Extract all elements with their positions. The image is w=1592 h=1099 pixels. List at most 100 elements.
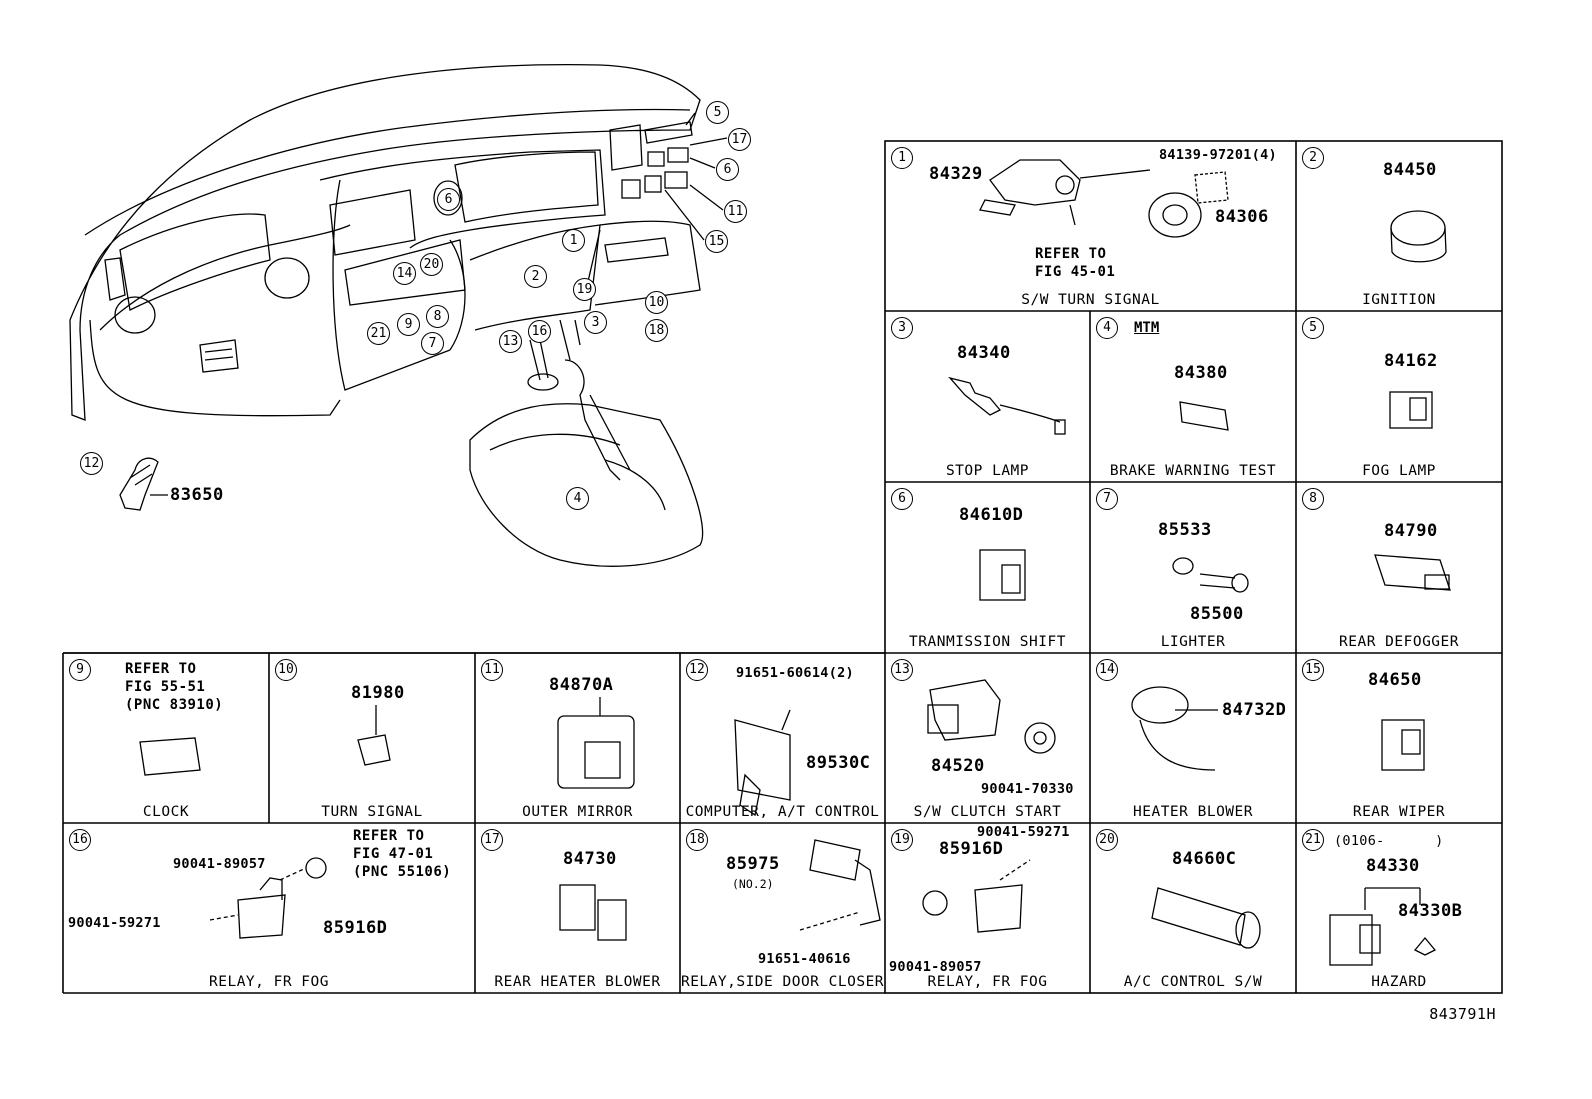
part-number: 84450 xyxy=(1383,160,1437,180)
part-number: 84650 xyxy=(1368,670,1422,690)
cell-1: 1 84329 84139-97201(4) 84306 REFER TO FI… xyxy=(885,141,1296,311)
cell-number: 1 xyxy=(891,147,913,169)
cell-caption: TRANMISSION SHIFT xyxy=(909,634,1066,650)
part-number: 84330 xyxy=(1366,856,1420,876)
callout-4: 4 xyxy=(566,487,589,510)
part-number: 91651-40616 xyxy=(758,951,851,967)
cell-4: 4 MTM 84380 BRAKE WARNING TEST xyxy=(1090,311,1296,482)
cell-number: 8 xyxy=(1302,488,1324,510)
part-number: 84870A xyxy=(549,675,614,695)
cell-6: 6 84610D TRANMISSION SHIFT xyxy=(885,482,1090,653)
part-number: 85500 xyxy=(1190,604,1244,624)
part-number: 91651-60614(2) xyxy=(736,665,854,681)
cell-19: 19 90041-59271 85916D 90041-89057 RELAY,… xyxy=(885,823,1090,993)
callout-17: 17 xyxy=(728,128,751,151)
part-number: 85533 xyxy=(1158,520,1212,540)
part-number: 84520 xyxy=(931,756,985,776)
part-number: 84340 xyxy=(957,343,1011,363)
refer-note: REFER TO FIG 47-01 (PNC 55106) xyxy=(353,828,452,880)
variant-note: MTM xyxy=(1134,320,1160,336)
cell-caption: A/C CONTROL S/W xyxy=(1123,974,1263,990)
callout-12: 12 xyxy=(80,452,103,475)
cell-caption: RELAY, FR FOG xyxy=(209,974,329,990)
cell-8: 8 84790 REAR DEFOGGER xyxy=(1296,482,1502,653)
callout-6b: 6 xyxy=(437,188,460,211)
part-number: 90041-89057 xyxy=(173,856,266,872)
refer-note: REFER TO FIG 55-51 (PNC 83910) xyxy=(125,661,224,713)
cell-number: 14 xyxy=(1096,659,1118,681)
cell-9: 9 REFER TO FIG 55-51 (PNC 83910) CLOCK xyxy=(63,653,269,823)
part-number: 84732D xyxy=(1222,700,1287,720)
cell-caption: OUTER MIRROR xyxy=(522,804,633,820)
cell-number: 10 xyxy=(275,659,297,681)
variant-note: (NO.2) xyxy=(732,877,774,891)
cell-caption: S/W TURN SIGNAL xyxy=(1021,292,1160,308)
cell-number: 16 xyxy=(69,829,91,851)
part-number: 84380 xyxy=(1174,363,1228,383)
callout-19: 19 xyxy=(573,278,596,301)
cell-caption: COMPUTER, A/T CONTROL xyxy=(685,804,880,820)
part-number: 90041-70330 xyxy=(981,781,1074,797)
callout-11: 11 xyxy=(724,200,747,223)
part-number: 81980 xyxy=(351,683,405,703)
callout-1: 1 xyxy=(562,229,585,252)
callout-7: 7 xyxy=(421,332,444,355)
cell-14: 14 84732D HEATER BLOWER xyxy=(1090,653,1296,823)
callout-21: 21 xyxy=(367,322,390,345)
part-number: 85975 xyxy=(726,854,780,874)
cell-number: 4 xyxy=(1096,317,1118,339)
part-number: 90041-59271 xyxy=(68,915,161,931)
cell-18: 18 85975 (NO.2) 91651-40616 RELAY,SIDE D… xyxy=(680,823,885,993)
cell-number: 19 xyxy=(891,829,913,851)
cell-caption: RELAY,SIDE DOOR CLOSER xyxy=(680,974,885,990)
cell-number: 3 xyxy=(891,317,913,339)
cell-11: 11 84870A OUTER MIRROR xyxy=(475,653,680,823)
part-number: 85916D xyxy=(939,839,1004,859)
part-number: 84610D xyxy=(959,505,1024,525)
cell-7: 7 85533 85500 LIGHTER xyxy=(1090,482,1296,653)
part-number: 90041-59271 xyxy=(977,824,1070,840)
cell-number: 9 xyxy=(69,659,91,681)
part-number: 84329 xyxy=(929,164,983,184)
cell-10: 10 81980 TURN SIGNAL xyxy=(269,653,475,823)
callout-10: 10 xyxy=(645,291,668,314)
cell-13: 13 84520 90041-70330 S/W CLUTCH START xyxy=(885,653,1090,823)
part-number: 89530C xyxy=(806,753,871,773)
part-number: 84330B xyxy=(1398,901,1463,921)
callout-9: 9 xyxy=(397,313,420,336)
cell-caption: BRAKE WARNING TEST xyxy=(1109,463,1277,479)
cell-17: 17 84730 REAR HEATER BLOWER xyxy=(475,823,680,993)
callout-14: 14 xyxy=(393,262,416,285)
cell-number: 6 xyxy=(891,488,913,510)
cell-5: 5 84162 FOG LAMP xyxy=(1296,311,1502,482)
cell-caption: REAR DEFOGGER xyxy=(1339,634,1459,650)
part-number: 84306 xyxy=(1215,207,1269,227)
part-number: 84139-97201(4) xyxy=(1159,147,1277,163)
cell-number: 2 xyxy=(1302,147,1324,169)
cell-3: 3 84340 STOP LAMP xyxy=(885,311,1090,482)
cell-12: 12 91651-60614(2) 89530C COMPUTER, A/T C… xyxy=(680,653,885,823)
cell-number: 20 xyxy=(1096,829,1118,851)
cell-number: 11 xyxy=(481,659,503,681)
part-number: 90041-89057 xyxy=(889,959,982,975)
cell-number: 18 xyxy=(686,829,708,851)
cell-number: 7 xyxy=(1096,488,1118,510)
cell-20: 20 84660C A/C CONTROL S/W xyxy=(1090,823,1296,993)
cell-caption: IGNITION xyxy=(1362,292,1436,308)
cell-number: 12 xyxy=(686,659,708,681)
cell-number: 5 xyxy=(1302,317,1324,339)
cell-16: 16 REFER TO FIG 47-01 (PNC 55106) 90041-… xyxy=(63,823,475,993)
cell-number: 17 xyxy=(481,829,503,851)
cell-number: 21 xyxy=(1302,829,1324,851)
cell-15: 15 84650 REAR WIPER xyxy=(1296,653,1502,823)
part-number: 84790 xyxy=(1384,521,1438,541)
cell-21: 21 (0106- ) 84330 84330B HAZARD xyxy=(1296,823,1502,993)
cell-caption: S/W CLUTCH START xyxy=(913,804,1062,820)
callout-5: 5 xyxy=(706,101,729,124)
cell-caption: CLOCK xyxy=(142,804,190,820)
cell-caption: HEATER BLOWER xyxy=(1133,804,1253,820)
callout-2: 2 xyxy=(524,265,547,288)
cell-2: 2 84450 IGNITION xyxy=(1296,141,1502,311)
part-number: 84730 xyxy=(563,849,617,869)
